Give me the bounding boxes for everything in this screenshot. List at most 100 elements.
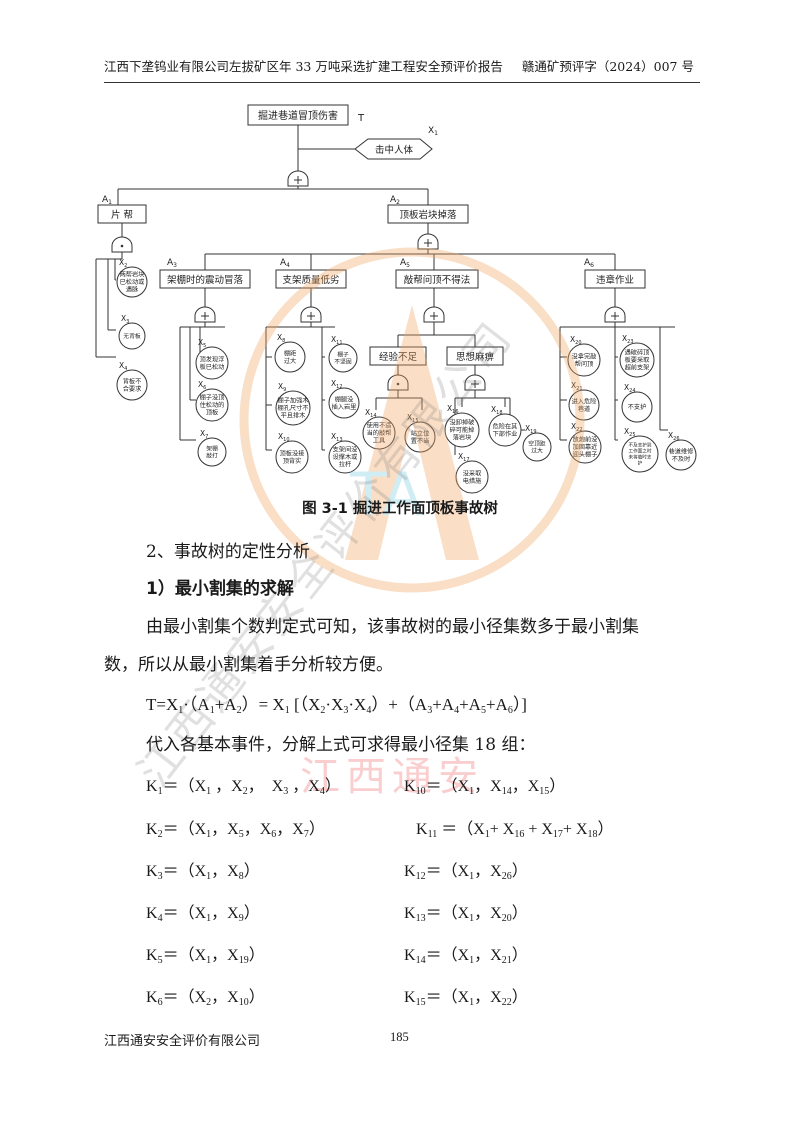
x26-circle: [665, 439, 697, 471]
x23-circle: [619, 342, 655, 378]
a4-id: A4: [280, 258, 290, 269]
x17-id: X17: [458, 452, 470, 463]
x13-id: X13: [331, 432, 343, 443]
document-number: 赣通矿预评字（2024）007 号: [521, 59, 694, 74]
x25-circle: [621, 435, 659, 473]
x11-circle: [328, 343, 358, 373]
x22-text-line: 加固靠近: [573, 443, 598, 451]
a6-or-gate: [604, 306, 626, 323]
a1-label: 片 帮: [111, 209, 133, 221]
a4-or-gate: [300, 306, 322, 323]
b2-box: [446, 346, 504, 366]
x17-text-line: 没采取: [463, 469, 482, 477]
cut-set-k2: K2＝（X1，X5，X6，X7）: [146, 821, 325, 840]
cut-set-k3: K3＝（X1，X8）: [146, 863, 260, 882]
x9-text-line: 平且排木: [281, 412, 306, 420]
x26-text-line: 巷道维修: [669, 447, 695, 455]
a5-or-gate: [423, 306, 445, 323]
x21-text-line: 进入危险: [572, 397, 598, 405]
x18-id: X18: [491, 405, 503, 416]
x14-text-line: 工具: [373, 438, 385, 445]
a3-or-gate: [194, 306, 216, 323]
x7-text-line: 敲打: [206, 451, 218, 459]
section-title: 2、事故树的定性分析: [146, 542, 310, 562]
x21-text-line: 巷道: [578, 405, 590, 413]
b2-label: 思想麻痹: [456, 351, 495, 363]
x12-text-line: 棚腿没: [335, 395, 354, 403]
x18-text-line: 危险在其: [493, 422, 518, 430]
x2-text-line: 遇脉: [126, 286, 139, 294]
x14-text-line: 使用不适: [367, 422, 392, 430]
b1-label: 经验不足: [379, 351, 418, 363]
x13-circle: [328, 440, 362, 474]
x8-text-line: 过大: [284, 357, 296, 365]
page-number: 185: [390, 1030, 409, 1044]
a6-box: [584, 269, 646, 289]
x7-circle: [197, 437, 227, 467]
b1-box: [369, 346, 427, 366]
x3-id: X3: [121, 314, 129, 325]
x13-text-line: 设撑木或: [333, 453, 358, 461]
a2-id: A2: [390, 195, 400, 206]
cut-set-k14: K14＝（X1，X21）: [404, 947, 528, 966]
report-title: 江西下垄钨业有限公司左拔矿区年 33 万吨采选扩建工程安全预评价报告: [104, 59, 503, 74]
x25-id: X25: [624, 427, 636, 438]
x4-text-line: 合要求: [123, 385, 142, 393]
x25-text-line: 工作面之时: [629, 448, 652, 455]
cut-set-k15: K15＝（X1，X22）: [404, 989, 528, 1008]
x26-text-line: 不及时: [672, 455, 691, 463]
x16-text-line: 落岩块: [453, 434, 472, 442]
subsection-title: 1）最小割集的求解: [146, 579, 294, 599]
x4-text-line: 背板不: [123, 377, 142, 385]
x12-circle: [328, 387, 360, 419]
x20-text-line: 帮问顶: [575, 360, 594, 368]
cut-set-k1: K1＝（X1 ，X2， X3 ，X4）: [146, 778, 341, 797]
x15-text-line: 置不当: [411, 437, 430, 445]
x20-text-line: 没拿完敲: [572, 352, 597, 360]
a5-id: A5: [400, 258, 410, 269]
x19-text-line: 空顶距: [528, 439, 546, 447]
top-event-label: 掘进巷道冒顶伤害: [258, 109, 338, 122]
body-intro: 代入各基本事件，分解上式可求得最小径集 18 组：: [146, 735, 536, 755]
body-line-1: 由最小割集个数判定式可知，该事故树的最小径集数多于最小割集: [146, 617, 639, 637]
x2-id: X2: [119, 258, 127, 269]
x14-circle: [362, 416, 396, 450]
a3-label: 架棚时的震动冒落: [167, 274, 244, 286]
x11-text-line: 棚子: [337, 350, 349, 358]
x26-id: X26: [668, 431, 680, 442]
x10-text-line: 顶背实: [283, 457, 302, 465]
fault-tree-diagram: 掘进巷道冒顶伤害 T 击中人体 X1 片 帮 A1 顶板岩块掉落 A2 架棚时的…: [95, 104, 697, 494]
x1-label: 击中人体: [375, 144, 414, 156]
x25-text-line: 未将临时支: [629, 453, 652, 460]
top-event-box: [247, 104, 349, 126]
x6-text-line: 顶板: [206, 409, 218, 417]
x2-text-line: 两帮岩块: [120, 271, 145, 279]
a6-id: A6: [584, 258, 594, 269]
a5-box: [395, 269, 479, 289]
a5-label: 敲帮问顶不得法: [404, 274, 471, 286]
cut-set-k11: K11 ＝（X1+ X16 + X17+ X18）: [416, 821, 614, 840]
x20-circle: [567, 343, 601, 377]
x17-circle: [455, 460, 489, 494]
x23-id: X23: [622, 334, 634, 345]
x15-text-line: 站立位: [411, 429, 430, 437]
x8-circle: [274, 341, 306, 373]
x24-circle: [621, 391, 653, 423]
cut-set-k5: K5＝（X1，X19）: [146, 947, 265, 966]
x6-id: X6: [198, 380, 206, 391]
